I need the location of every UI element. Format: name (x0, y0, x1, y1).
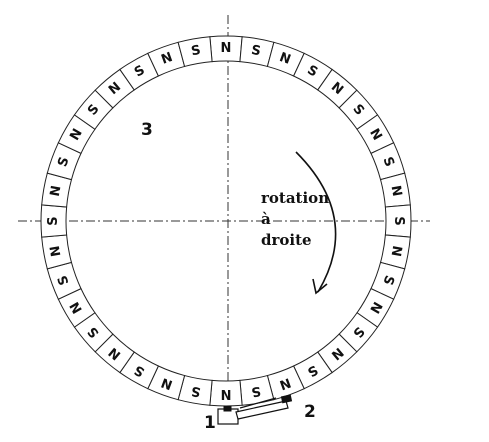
pole-label: N (277, 374, 292, 392)
pole-label: S (46, 216, 61, 225)
pole-label: N (48, 244, 65, 257)
pole-label: S (190, 43, 202, 59)
part-2-core (280, 394, 293, 404)
pole-label: N (48, 184, 65, 197)
part-1-core (223, 405, 232, 412)
pole-label: N (159, 374, 174, 392)
rotation-caption-line2: à (261, 210, 271, 228)
ring-segment (177, 36, 213, 68)
pole-label: S (190, 383, 202, 399)
rotation-arrow (295, 151, 337, 293)
pole-label: S (250, 43, 262, 59)
sensor-assembly (217, 394, 293, 425)
part-2-arm (235, 400, 289, 420)
pole-label: N (388, 244, 405, 257)
pole-label: S (391, 216, 406, 225)
rotation-caption-line1: rotation (261, 189, 329, 207)
pole-label: S (250, 383, 262, 399)
part-2-link (239, 397, 277, 409)
pole-label: N (277, 50, 292, 68)
pole-label: N (388, 184, 405, 197)
label-2: 2 (304, 402, 316, 422)
rotation-arrowhead (312, 278, 328, 295)
label-3: 3 (141, 120, 153, 140)
pole-label: N (221, 386, 232, 401)
pole-label: N (221, 41, 232, 56)
rotation-caption-line3: droite (261, 231, 312, 249)
label-1: 1 (204, 413, 216, 433)
pole-label: N (159, 50, 174, 68)
